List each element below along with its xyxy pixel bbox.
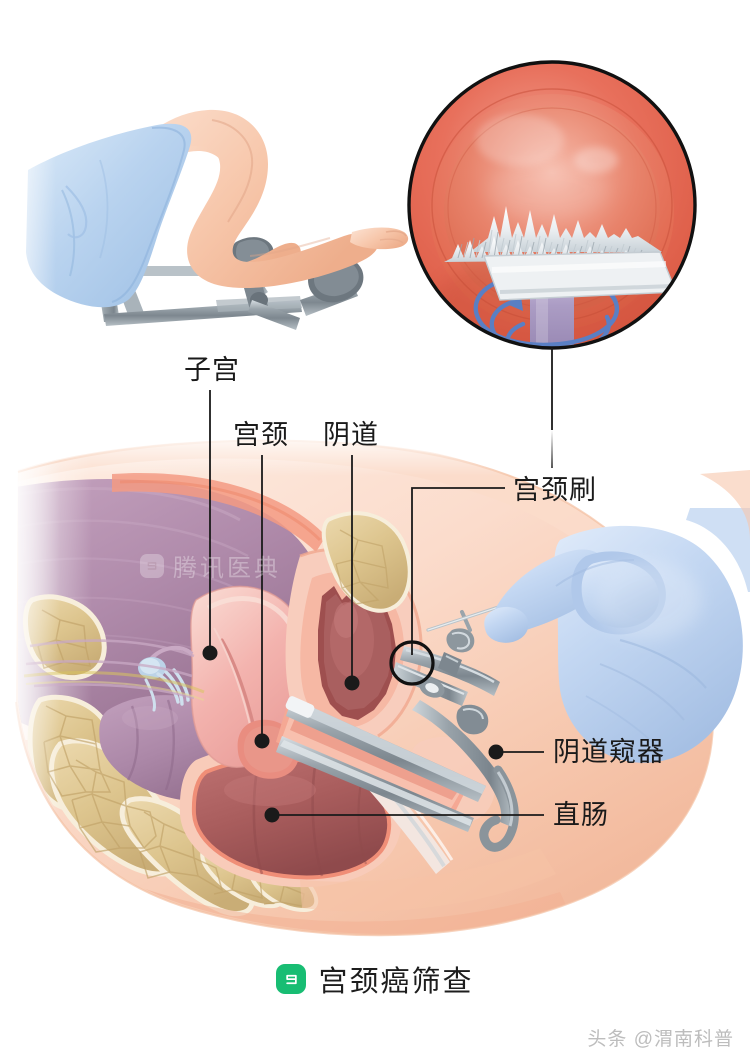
speculum-blades	[276, 696, 486, 832]
dot-speculum	[488, 744, 504, 760]
fat-pad	[321, 511, 412, 613]
blue-surgical-drape	[26, 123, 192, 308]
leader-brush	[411, 487, 505, 655]
dot-cervix	[254, 733, 270, 749]
dot-uterus	[202, 645, 218, 661]
attribution-text: 头条 @渭南科普	[587, 1029, 734, 1050]
patient-leg-near	[108, 109, 379, 289]
label-uterus: 子宫	[184, 355, 240, 385]
caption-text: 宫颈癌筛查	[318, 966, 474, 998]
label-brush: 宫颈刷	[513, 475, 597, 505]
brush-highlight-circle	[389, 640, 435, 686]
dot-rectum	[264, 807, 280, 823]
label-speculum: 阴道窥器	[553, 737, 665, 767]
label-cervix: 宫颈	[233, 420, 289, 450]
panel-sagittal-section	[0, 430, 750, 950]
dot-vagina	[344, 675, 360, 691]
panel-cervix-inset	[407, 60, 697, 350]
tencent-medical-logo-icon	[276, 964, 307, 994]
leader-dots	[202, 645, 504, 823]
label-vagina: 阴道	[323, 420, 379, 450]
gloved-hand	[484, 508, 750, 763]
label-rectum: 直肠	[553, 800, 609, 830]
panel-patient-position	[0, 109, 409, 330]
cervical-brush-head	[444, 206, 678, 301]
caption-bar: 宫颈癌筛查	[0, 958, 750, 1000]
leader-lines	[209, 390, 544, 816]
